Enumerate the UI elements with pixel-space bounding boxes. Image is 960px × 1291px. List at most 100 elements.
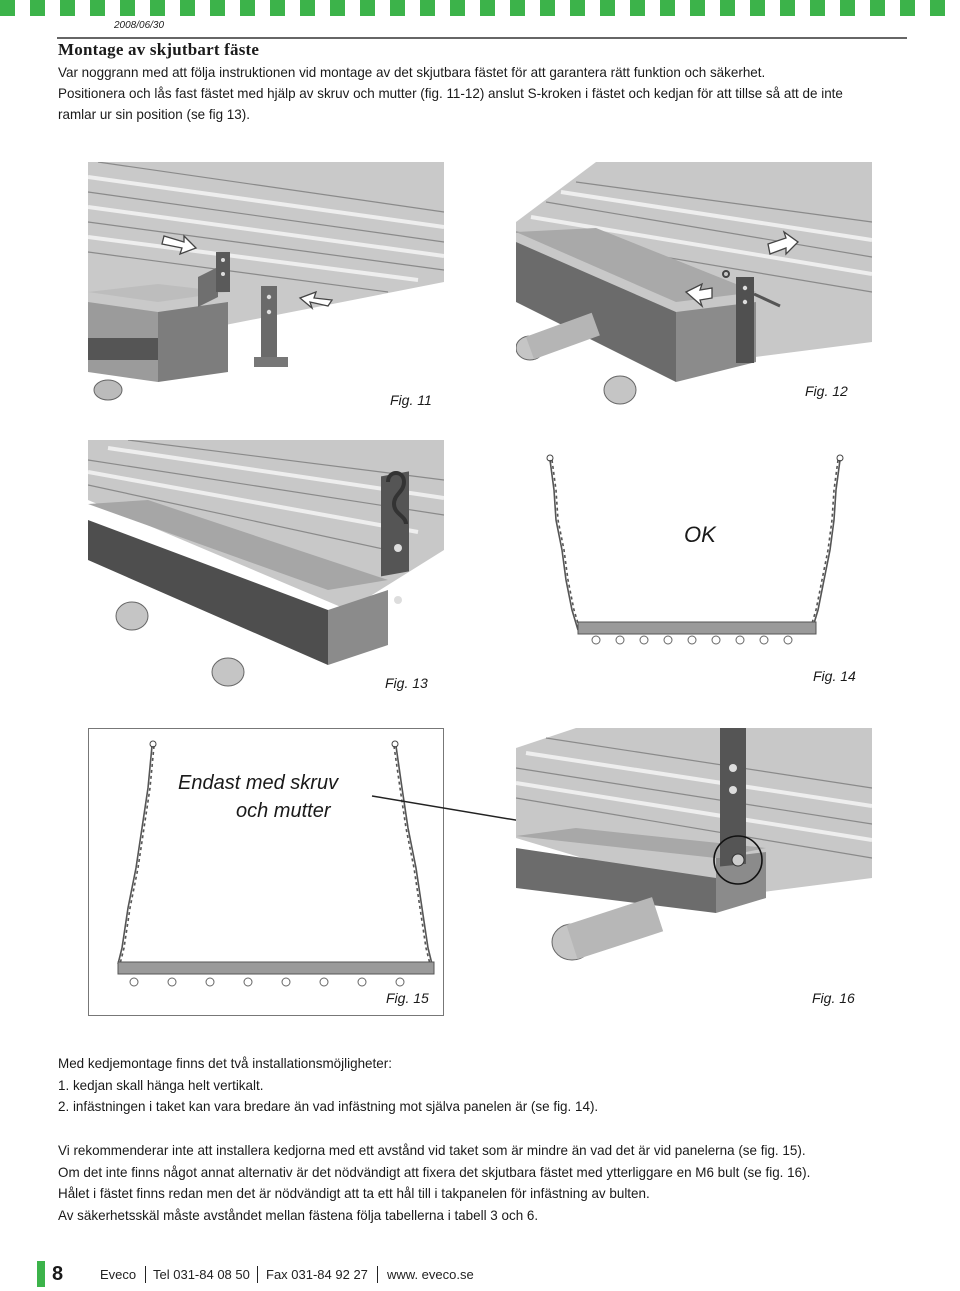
caption-fig-16: Fig. 16 (812, 990, 855, 1006)
header-stripe (120, 0, 135, 16)
header-stripe (585, 0, 600, 16)
header-stripe (495, 0, 510, 16)
header-stripe (615, 0, 630, 16)
option-2: 2. infästningen i taket kan vara bredare… (58, 1098, 599, 1114)
fig-15-label-line-1: Endast med skruv (178, 772, 339, 794)
header-stripe (435, 0, 450, 16)
caption-fig-12: Fig. 12 (805, 383, 848, 399)
header-stripe (240, 0, 255, 16)
header-stripe (30, 0, 45, 16)
footer-accent-bar (37, 1261, 45, 1287)
option-1: 1. kedjan skall hänga helt vertikalt. (58, 1076, 264, 1093)
header-stripe (915, 0, 930, 16)
header-stripe (90, 0, 105, 16)
header-stripe (630, 0, 645, 16)
recommendation-text: Vi rekommenderar inte att installera ked… (58, 1140, 874, 1226)
chain-right (393, 745, 433, 965)
recommendation-line-3: Hålet i fästet finns redan men det är nö… (58, 1185, 650, 1201)
caption-fig-14: Fig. 14 (813, 668, 856, 684)
header-stripe (855, 0, 870, 16)
header-stripe (825, 0, 840, 16)
header-stripe (480, 0, 495, 16)
header-stripe (765, 0, 780, 16)
header-stripe (735, 0, 750, 16)
figure-16 (516, 728, 872, 1016)
header-stripe (720, 0, 735, 16)
header-stripe (660, 0, 675, 16)
footer-fax: Fax 031-84 92 27 (266, 1267, 368, 1282)
chain-options-text: Med kedjemontage finns det två installat… (58, 1053, 874, 1118)
page-footer: 8 Eveco Tel 031-84 08 50 Fax 031-84 92 2… (0, 1260, 960, 1290)
header-stripe (525, 0, 540, 16)
arrow-icon (298, 290, 334, 310)
footer-divider (377, 1266, 378, 1283)
header-stripe (945, 0, 960, 16)
header-stripe (570, 0, 585, 16)
intro-line-1: Var noggrann med att följa instruktionen… (58, 64, 766, 80)
header-stripe (45, 0, 60, 16)
footer-divider (257, 1266, 258, 1283)
title-rule (57, 37, 907, 39)
recommendation-line-2: Om det inte finns något annat alternativ… (58, 1163, 811, 1180)
header-stripe (360, 0, 375, 16)
recommendation-line-1: Vi rekommenderar inte att installera ked… (58, 1142, 806, 1158)
footer-website[interactable]: www. eveco.se (387, 1267, 474, 1282)
header-stripe (345, 0, 360, 16)
options-intro: Med kedjemontage finns det två installat… (58, 1055, 392, 1071)
intro-text: Var noggrann med att följa instruktionen… (58, 62, 874, 125)
fig-15-label-line-2: och mutter (236, 800, 331, 822)
header-stripe (300, 0, 315, 16)
figure-13 (88, 440, 444, 694)
header-stripe (150, 0, 165, 16)
header-stripe (465, 0, 480, 16)
header-stripe (870, 0, 885, 16)
header-stripe (555, 0, 570, 16)
header-stripe (420, 0, 435, 16)
header-stripe (315, 0, 330, 16)
chain-right (809, 459, 841, 631)
header-stripe (225, 0, 240, 16)
header-stripe (0, 0, 15, 16)
arrow-icon (161, 234, 198, 256)
header-stripe (690, 0, 705, 16)
header-stripe (405, 0, 420, 16)
footer-divider (145, 1266, 146, 1283)
header-stripe (60, 0, 75, 16)
header-stripe (705, 0, 720, 16)
arrow-icon (684, 282, 713, 309)
header-stripe (750, 0, 765, 16)
footer-phone: Tel 031-84 08 50 (153, 1267, 250, 1282)
header-stripe (840, 0, 855, 16)
figure-11 (88, 162, 444, 416)
header-stripe (600, 0, 615, 16)
figure-14 (516, 420, 872, 694)
header-stripe (135, 0, 150, 16)
header-stripe (390, 0, 405, 16)
header-stripe (75, 0, 90, 16)
caption-fig-15: Fig. 15 (386, 990, 429, 1006)
chain-left (549, 459, 581, 631)
header-stripe (885, 0, 900, 16)
header-stripe (180, 0, 195, 16)
footer-company: Eveco (100, 1267, 137, 1282)
header-stripe (540, 0, 555, 16)
header-stripe (195, 0, 210, 16)
header-stripe (675, 0, 690, 16)
header-stripe (795, 0, 810, 16)
header-stripe (330, 0, 345, 16)
chain-left (117, 745, 155, 965)
figure-15 (88, 728, 444, 1016)
header-stripe (255, 0, 270, 16)
document-date: 2008/06/30 (114, 20, 165, 31)
header-stripe (15, 0, 30, 16)
fig-14-ok-label: OK (684, 522, 716, 547)
arrow-icon (767, 230, 800, 256)
caption-fig-11: Fig. 11 (390, 392, 432, 408)
recommendation-line-4: Av säkerhetsskäl måste avståndet mellan … (58, 1206, 539, 1223)
header-stripe (210, 0, 225, 16)
header-stripe (105, 0, 120, 16)
header-stripe (780, 0, 795, 16)
caption-fig-13: Fig. 13 (385, 675, 428, 691)
header-stripe (270, 0, 285, 16)
header-stripe (645, 0, 660, 16)
